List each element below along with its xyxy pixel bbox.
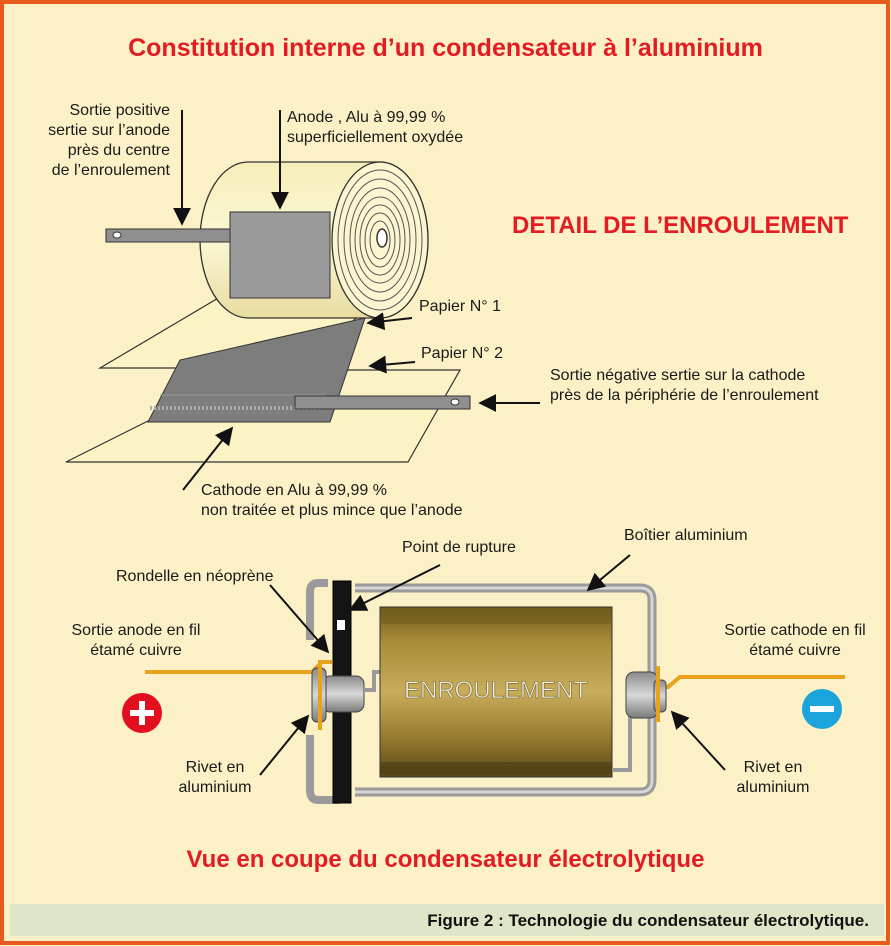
label-sortie-anode: Sortie anode en fil étamé cuivre xyxy=(46,621,226,661)
positive-tab xyxy=(105,228,231,243)
roll-end-spiral xyxy=(331,161,429,319)
label-rivet-left: Rivet en aluminium xyxy=(160,758,270,798)
label-line: de l’enroulement xyxy=(51,162,170,179)
title-detail: DETAIL DE L’ENROULEMENT xyxy=(512,212,849,239)
title-bottom: Vue en coupe du condensateur électrolyti… xyxy=(186,846,705,873)
anode-foil xyxy=(229,211,331,299)
arrow-paper-1 xyxy=(366,312,413,331)
label-line: Sortie négative sertie sur la cathode xyxy=(550,367,806,384)
label-line: Sortie positive xyxy=(69,102,171,119)
figure-caption: Figure 2 : Technologie du condensateur é… xyxy=(427,911,869,930)
negative-tab xyxy=(294,395,471,410)
label-line: étamé cuivre xyxy=(749,642,841,659)
label-line: aluminium xyxy=(736,779,810,796)
label-sortie-positive: Sortie positive sertie sur l’anode près … xyxy=(48,101,170,181)
arrow-rivet-right xyxy=(670,710,726,771)
label-line: près de la périphérie de l’enroulement xyxy=(550,387,819,404)
label-line: Rivet en xyxy=(185,759,245,776)
cross-section: ENROULEMENT xyxy=(122,554,845,804)
title-top: Constitution interne d’un condensateur à… xyxy=(128,34,763,62)
label-sortie-negative: Sortie négative sertie sur la cathode pr… xyxy=(550,366,819,406)
label-line: Sortie anode en fil xyxy=(71,622,201,639)
label-line: près du centre xyxy=(67,142,170,159)
label-rivet-right: Rivet en aluminium xyxy=(718,758,828,798)
label-line: non traitée et plus mince que l’anode xyxy=(201,502,463,519)
label-line: Anode , Alu à 99,99 % xyxy=(287,109,446,126)
label-rondelle: Rondelle en néoprène xyxy=(116,568,274,585)
winding-detail xyxy=(65,110,540,491)
label-sortie-cathode: Sortie cathode en fil étamé cuivre xyxy=(700,621,890,661)
caption-bar xyxy=(10,904,884,936)
rupture-point xyxy=(337,620,345,630)
anode-wire xyxy=(145,660,332,674)
winding-label: ENROULEMENT xyxy=(404,677,588,704)
arrow-can xyxy=(586,554,631,592)
label-line: Sortie cathode en fil xyxy=(724,622,866,639)
arrow-paper-2 xyxy=(368,355,416,374)
label-point-rupture: Point de rupture xyxy=(402,539,516,556)
label-cathode: Cathode en Alu à 99,99 % non traitée et … xyxy=(201,481,463,521)
rivet-right xyxy=(625,671,659,719)
label-line: Rivet en xyxy=(743,759,803,776)
label-papier-1: Papier N° 1 xyxy=(419,298,501,315)
rivet-left xyxy=(321,675,365,713)
label-line: Cathode en Alu à 99,99 % xyxy=(201,482,387,499)
label-papier-2: Papier N° 2 xyxy=(421,345,503,362)
label-line: étamé cuivre xyxy=(90,642,182,659)
label-anode: Anode , Alu à 99,99 % superficiellement … xyxy=(287,108,463,148)
label-line: superficiellement oxydée xyxy=(287,129,464,146)
label-line: sertie sur l’anode xyxy=(48,122,170,139)
winding-block xyxy=(379,606,613,778)
arrow-rupture-point xyxy=(348,564,441,611)
arrow-cathode xyxy=(182,426,234,491)
label-line: aluminium xyxy=(178,779,252,796)
label-boitier: Boîtier aluminium xyxy=(624,527,748,544)
arrow-washer xyxy=(269,584,330,654)
arrow-rivet-left xyxy=(259,714,310,776)
